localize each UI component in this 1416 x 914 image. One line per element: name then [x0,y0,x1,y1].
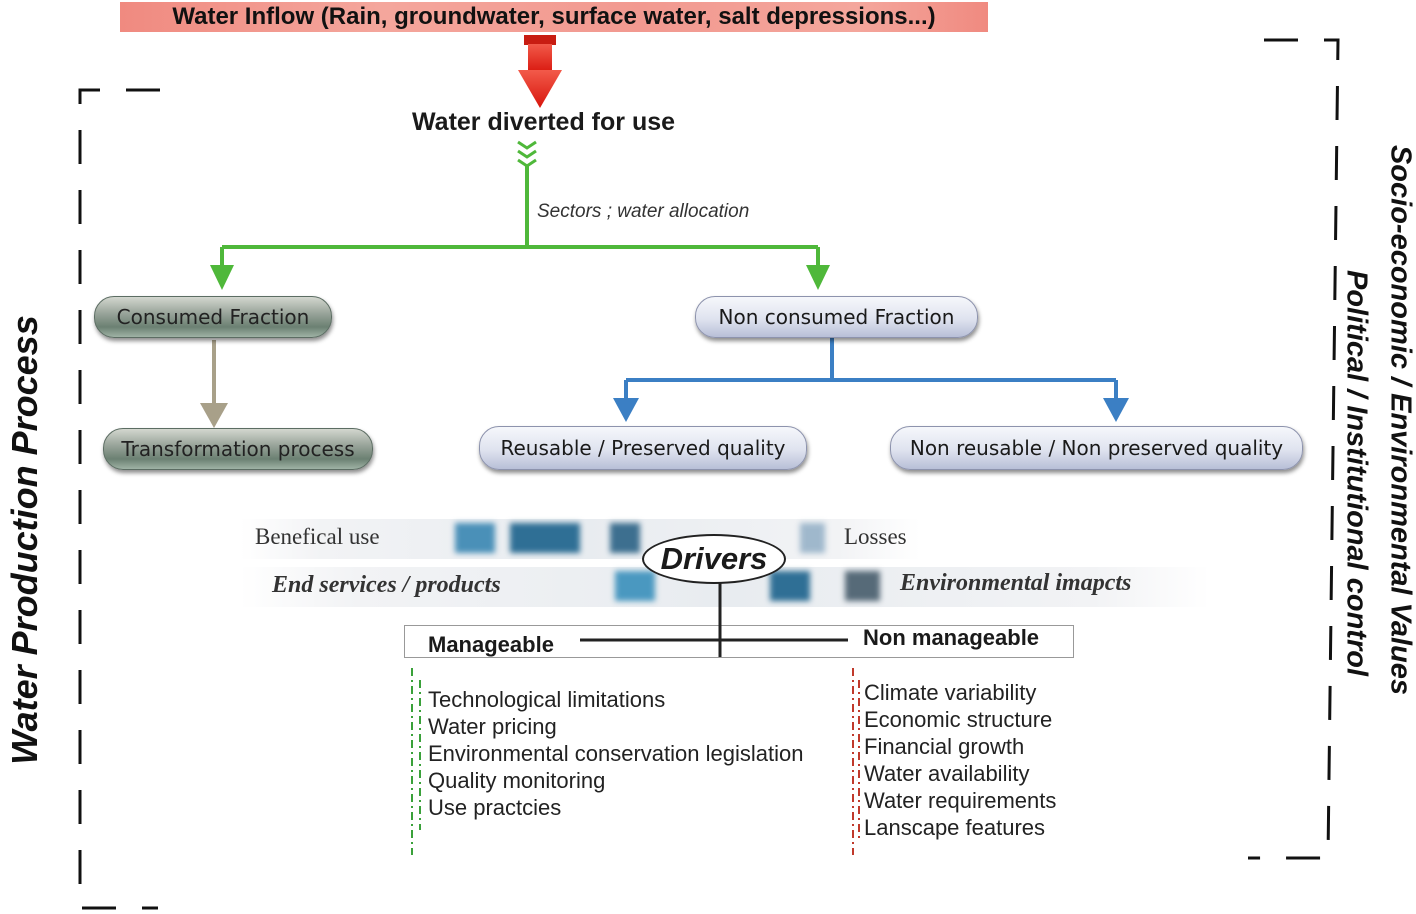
blur-mark [615,571,655,601]
list-item: Lanscape features [864,815,1046,840]
grey-arrowhead [200,403,228,428]
list-item: Use practcies [428,795,562,820]
green-arrowhead-left [210,265,234,290]
list-item: Quality monitoring [428,768,606,793]
non-manageable-label: Non manageable [863,625,1040,650]
political-control-label: Political / Institutional control [1340,269,1373,677]
blur-mark [610,523,640,553]
list-item: Water availability [864,761,1030,786]
drivers-ellipse: Drivers [642,534,786,584]
left-dashed-bracket [78,88,160,910]
non-manageable-list: Climate variability Economic structure F… [864,679,1056,841]
manageable-label: Manageable [428,632,554,657]
blur-mark [510,523,580,553]
water-diverted-label: Water diverted for use [412,108,676,136]
sectors-allocation-label: Sectors ; water allocation [537,201,750,222]
blur-mark [845,571,880,601]
list-item: Financial growth [864,734,1025,759]
list-item: Economic structure [864,707,1053,732]
non-reusable-node: Non reusable / Non preserved quality [890,426,1303,470]
blur-mark [455,523,495,553]
water-inflow-banner: Water Inflow (Rain, groundwater, surface… [120,2,988,32]
benefical-use-label: Benefical use [255,524,380,549]
red-down-arrow [518,35,562,108]
green-arrowhead-right [806,265,830,290]
green-allocation-connector [220,165,820,266]
manageable-list: Technological limitations Water pricing … [428,686,803,821]
socio-economic-values-label: Socio-economic / Environmental Values [1384,144,1416,696]
list-item: Water pricing [428,714,557,739]
non-consumed-fraction-node: Non consumed Fraction [695,296,978,338]
reusable-node: Reusable / Preserved quality [479,426,807,470]
right-dashed-bracket [1248,38,1340,860]
water-production-process-label: Water Production Process [4,315,45,765]
blue-arrowhead-right [1103,398,1129,422]
blue-connector [624,337,1118,400]
end-services-label: End services / products [272,572,501,598]
blur-mark [800,523,825,553]
list-item: Environmental conservation legislation [428,741,804,766]
list-item: Climate variability [864,680,1037,705]
transformation-process-node: Transformation process [103,428,373,470]
list-item: Water requirements [864,788,1057,813]
losses-label: Losses [844,524,907,549]
blur-mark [770,571,810,601]
environmental-impacts-label: Environmental imapcts [900,570,1132,596]
blue-arrowhead-left [613,398,639,422]
consumed-fraction-node: Consumed Fraction [94,296,332,338]
list-item: Technological limitations [428,687,666,712]
